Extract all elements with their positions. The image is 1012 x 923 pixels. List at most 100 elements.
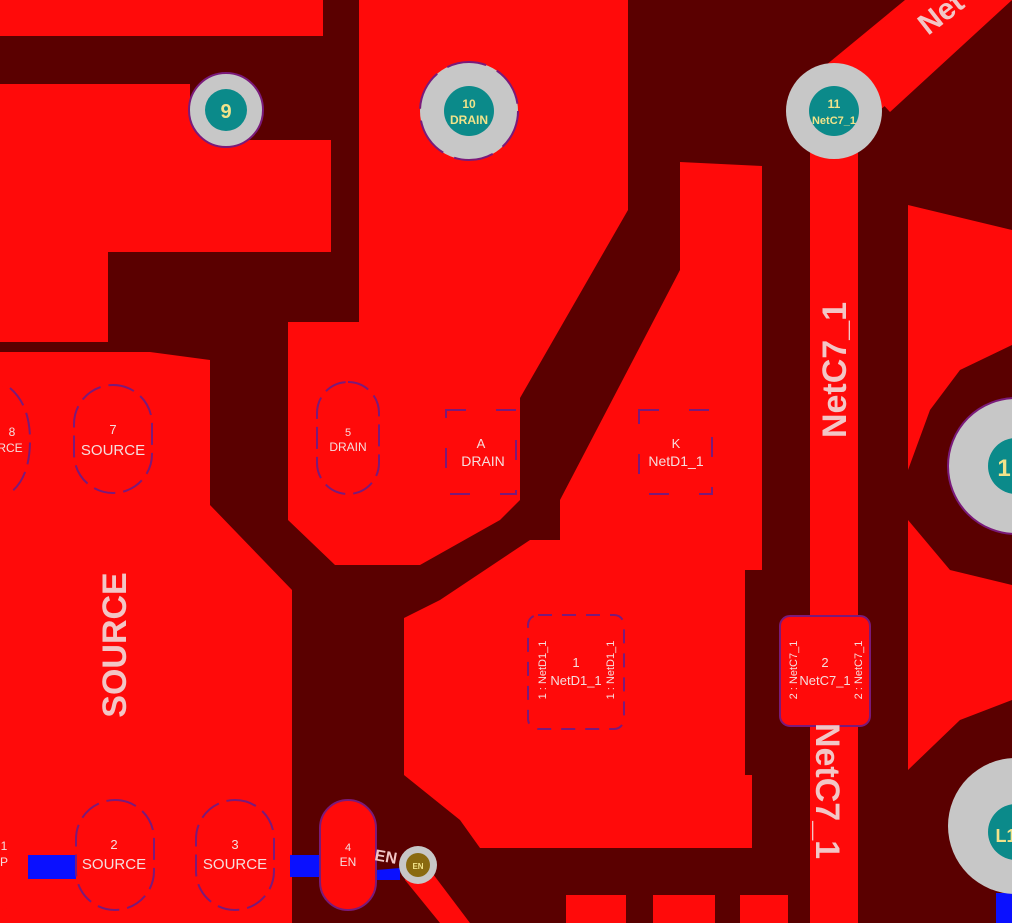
pad-8[interactable]: 8 RCE <box>0 385 32 495</box>
via-10-number: 10 <box>462 97 476 111</box>
pad-d1-1-shape <box>528 615 624 729</box>
pad-1-net: P <box>0 855 8 869</box>
pad-3-shape <box>196 800 274 910</box>
pad-3[interactable]: 3 SOURCE <box>195 799 275 911</box>
pad-c7-2-number: 2 <box>821 655 828 670</box>
via-9-number: 9 <box>220 101 231 123</box>
pad-5[interactable]: 5 DRAIN <box>316 381 380 495</box>
pad-c7-2[interactable]: 2 NetC7_1 2 : NetC7_1 2 : NetC7_1 <box>779 615 871 727</box>
pad-4-net: EN <box>340 855 357 869</box>
copper-top-left-strip <box>0 0 323 36</box>
pad-3-net: SOURCE <box>203 856 267 873</box>
pad-5-net: DRAIN <box>329 440 366 454</box>
blue-traces <box>28 855 1012 923</box>
copper-bottom-strip-1 <box>566 895 626 923</box>
via-en-label: EN <box>412 862 423 871</box>
via-right-number: 1 <box>997 455 1010 482</box>
pad-1-shape <box>0 800 28 910</box>
pad-7[interactable]: 7 SOURCE <box>73 384 153 494</box>
pad-1-number: 1 <box>1 839 8 853</box>
via-en-hole <box>406 853 430 877</box>
via-10-net: DRAIN <box>450 113 488 127</box>
pad-k-shape <box>639 410 712 494</box>
pad-7-outline <box>73 384 153 494</box>
net-label-netc7-top: NetC7_1 <box>816 302 854 438</box>
copper-bottom-strip-3 <box>740 895 788 923</box>
copper-source-pour <box>0 84 331 342</box>
pad-7-net: SOURCE <box>81 442 145 459</box>
pad-c7-2-net: NetC7_1 <box>799 673 850 688</box>
via-bottom-right-hole <box>988 804 1012 860</box>
pad-2-number: 2 <box>110 837 117 852</box>
pad-a-outline <box>445 409 517 495</box>
pad-4-number: 4 <box>345 842 351 854</box>
pad-d1-1-side-right: 1 : NetD1_1 <box>605 641 617 700</box>
pad-3-outline <box>195 799 275 911</box>
via-9-hole <box>205 89 247 131</box>
pad-k-number: K <box>672 436 681 451</box>
pad-d1-1-outline <box>527 614 625 730</box>
copper-diagonal-trace-2 <box>840 0 1012 112</box>
via-11[interactable]: 11 NetC7_1 <box>786 63 882 159</box>
pad-d1-1-number: 1 <box>572 655 579 670</box>
pad-k[interactable]: K NetD1_1 <box>638 409 713 495</box>
copper-right-pour <box>908 205 1012 470</box>
pad-5-shape <box>317 382 379 494</box>
pad-d1-1[interactable]: 1 NetD1_1 1 : NetD1_1 1 : NetD1_1 <box>527 614 625 730</box>
via-bottom-right[interactable]: L1 <box>948 758 1012 894</box>
via-bottom-right-number: L1 <box>995 826 1012 846</box>
pad-8-shape <box>0 385 30 495</box>
net-label-source: SOURCE <box>96 572 134 717</box>
copper-source-pour-lower <box>0 352 292 923</box>
pad-c7-2-outline <box>779 615 871 727</box>
via-11-number: 11 <box>828 97 841 111</box>
pad-8-net: RCE <box>0 441 23 455</box>
pad-4[interactable]: 4 EN <box>319 799 377 911</box>
net-label-netc7-bottom: NetC7_1 <box>808 723 846 859</box>
pad-7-shape <box>74 385 152 493</box>
pad-a-number: A <box>477 436 486 451</box>
pad-7-number: 7 <box>109 422 116 437</box>
pad-4-outline <box>319 799 377 911</box>
blue-trace-mid <box>290 855 322 877</box>
net-label-en-trace: EN <box>373 847 398 868</box>
pad-1[interactable]: 1 P <box>0 800 28 910</box>
via-10-hole <box>444 86 494 136</box>
pad-2-outline <box>75 799 155 911</box>
via-right-ring <box>947 397 1012 535</box>
copper-right-pour-mid <box>908 520 1012 770</box>
via-10[interactable]: 10 DRAIN <box>419 61 519 161</box>
copper-bottom-strip-2 <box>653 895 715 923</box>
via-bottom-right-ring <box>948 758 1012 894</box>
blue-trace-en <box>376 868 400 880</box>
pads: 8 RCE 7 SOURCE 5 DRAIN A DRAIN K <box>0 381 871 911</box>
pad-a[interactable]: A DRAIN <box>445 409 517 495</box>
pad-k-net: NetD1_1 <box>648 453 703 469</box>
pad-c7-2-shape <box>780 616 870 726</box>
pad-2-shape <box>76 800 154 910</box>
via-en[interactable]: EN <box>399 846 437 884</box>
blue-trace-right <box>996 893 1012 923</box>
pad-8-outline <box>9 387 32 494</box>
copper-netc7-trace <box>810 120 858 923</box>
pad-a-shape <box>446 410 516 494</box>
pad-8-number: 8 <box>9 425 16 439</box>
blue-trace-left <box>28 855 76 879</box>
via-11-hole <box>809 86 859 136</box>
pad-d1-1-side-left: 1 : NetD1_1 <box>537 641 549 700</box>
pad-5-outline <box>316 381 380 495</box>
via-right-hole <box>988 438 1012 494</box>
pad-a-net: DRAIN <box>461 453 505 469</box>
vias: 9 10 DRAIN 11 NetC7_1 1 L1 EN <box>188 61 1012 894</box>
via-9[interactable]: 9 <box>188 72 264 148</box>
pad-2-net: SOURCE <box>82 856 146 873</box>
pad-2[interactable]: 2 SOURCE <box>75 799 155 911</box>
pad-c7-2-side-right: 2 : NetC7_1 <box>853 641 865 700</box>
pad-k-outline <box>638 409 713 495</box>
via-11-net: NetC7_1 <box>812 115 856 127</box>
via-right[interactable]: 1 <box>947 397 1012 535</box>
pad-d1-1-net: NetD1_1 <box>550 673 601 688</box>
pad-c7-2-side-left: 2 : NetC7_1 <box>788 641 800 700</box>
pad-5-number: 5 <box>345 427 351 439</box>
